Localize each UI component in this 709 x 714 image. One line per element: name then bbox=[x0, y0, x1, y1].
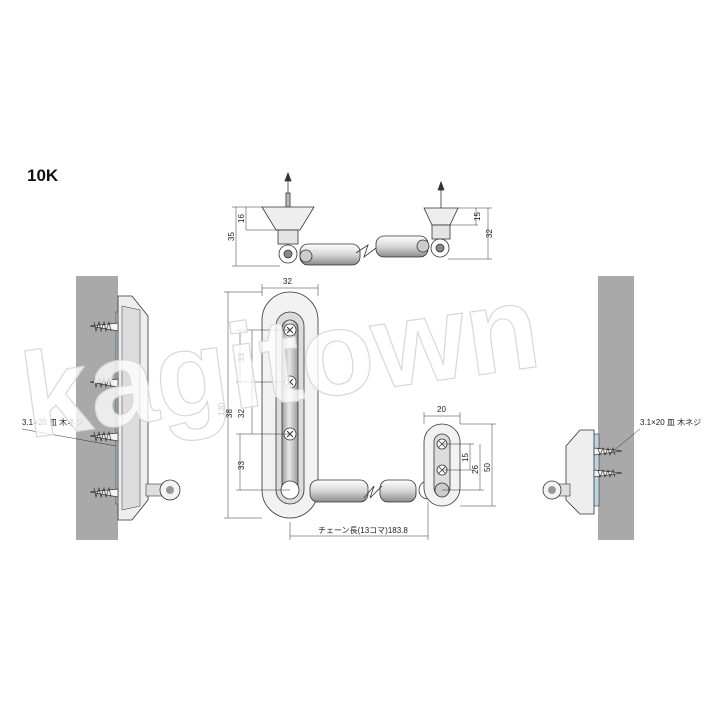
dim-top-left-35: 35 bbox=[227, 232, 236, 241]
screw-note-left: 3.1×20 皿 木ネジ bbox=[22, 417, 83, 427]
right-wall bbox=[598, 276, 634, 540]
left-side-view bbox=[21, 276, 181, 540]
top-chain bbox=[299, 235, 430, 266]
screw-note-right: 3.1×20 皿 木ネジ bbox=[640, 417, 701, 427]
dim-small-15: 15 bbox=[461, 453, 470, 462]
front-chain bbox=[309, 479, 438, 503]
front-view bbox=[224, 284, 496, 540]
dim-spacing-33b: 33 bbox=[237, 461, 246, 470]
right-side-view bbox=[542, 276, 641, 540]
model-label: 10K bbox=[27, 166, 59, 185]
front-dimension-lines bbox=[224, 284, 496, 540]
dim-spacing-38: 38 bbox=[225, 409, 234, 418]
left-screws bbox=[89, 320, 119, 499]
right-screws bbox=[593, 446, 623, 479]
dim-small-26: 26 bbox=[471, 465, 480, 474]
top-left-bracket bbox=[232, 171, 315, 267]
dim-small-plate-20: 20 bbox=[437, 405, 446, 414]
dim-small-50: 50 bbox=[483, 463, 492, 472]
dim-spacing-33a: 33 bbox=[237, 353, 246, 362]
top-right-bracket bbox=[423, 180, 492, 260]
dim-spacing-32: 32 bbox=[237, 409, 246, 418]
dim-top-left-16: 16 bbox=[237, 214, 246, 223]
dim-top-right-32: 32 bbox=[485, 229, 494, 238]
dim-top-right-15: 15 bbox=[473, 212, 482, 221]
dim-total-130: 130 bbox=[217, 402, 226, 416]
dim-plate-width-32: 32 bbox=[283, 277, 292, 286]
top-view bbox=[232, 171, 492, 267]
chain-length-label: チェーン長(13コマ)183.8 bbox=[318, 526, 408, 535]
